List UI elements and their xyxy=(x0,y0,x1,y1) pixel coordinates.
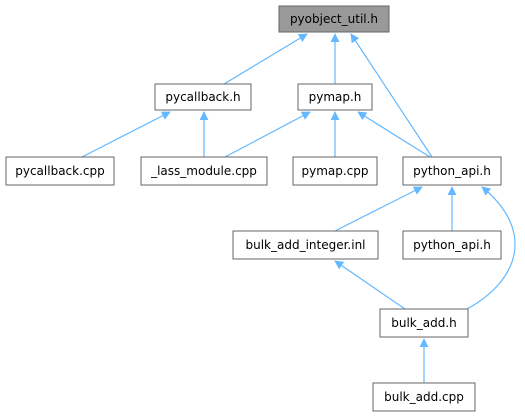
node-python-api-h-leaf[interactable]: python_api.h xyxy=(402,230,502,260)
node-pycallback-cpp[interactable]: pycallback.cpp xyxy=(5,156,115,186)
node-lass-module-cpp[interactable]: _lass_module.cpp xyxy=(140,156,268,186)
node-label: python_api.h xyxy=(413,238,491,252)
node-pymap-h[interactable]: pymap.h xyxy=(297,83,373,111)
edge-bulk-add-integer-inl-to-python-api-h xyxy=(334,186,423,232)
edge-bulk-add-h-to-bulk-add-integer-inl xyxy=(334,260,406,310)
node-bulk-add-cpp[interactable]: bulk_add.cpp xyxy=(372,382,476,412)
node-label: bulk_add_integer.inl xyxy=(245,238,365,252)
node-label: pycallback.h xyxy=(165,90,240,104)
edge-pycallback-h-to-pyobject-util-h xyxy=(223,33,308,85)
node-label: pymap.cpp xyxy=(301,164,368,178)
edges-layer xyxy=(81,33,516,383)
node-label: pycallback.cpp xyxy=(15,164,105,178)
node-pymap-cpp[interactable]: pymap.cpp xyxy=(292,156,378,186)
node-label: _lass_module.cpp xyxy=(150,164,257,178)
edge-python-api-h-to-pyobject-util-h xyxy=(350,33,433,158)
node-label: bulk_add.cpp xyxy=(384,390,464,404)
edge-lass-module-cpp-to-pymap-h xyxy=(224,111,311,158)
edge-pycallback-cpp-to-pycallback-h xyxy=(81,111,171,158)
node-pyobject-util-h[interactable]: pyobject_util.h xyxy=(278,5,390,33)
nodes-layer: pyobject_util.h pycallback.h pymap.h pyc… xyxy=(5,5,502,412)
node-pycallback-h[interactable]: pycallback.h xyxy=(154,83,252,111)
edge-bulk-add-h-to-python-api-h xyxy=(466,186,516,310)
node-label: pyobject_util.h xyxy=(290,12,378,26)
edge-python-api-h-to-pymap-h xyxy=(357,111,431,158)
node-python-api-h[interactable]: python_api.h xyxy=(402,156,502,186)
node-label: bulk_add.h xyxy=(391,316,457,330)
node-label: pymap.h xyxy=(309,90,362,104)
node-bulk-add-integer-inl[interactable]: bulk_add_integer.inl xyxy=(232,230,379,260)
node-bulk-add-h[interactable]: bulk_add.h xyxy=(379,308,469,338)
node-label: python_api.h xyxy=(413,164,491,178)
